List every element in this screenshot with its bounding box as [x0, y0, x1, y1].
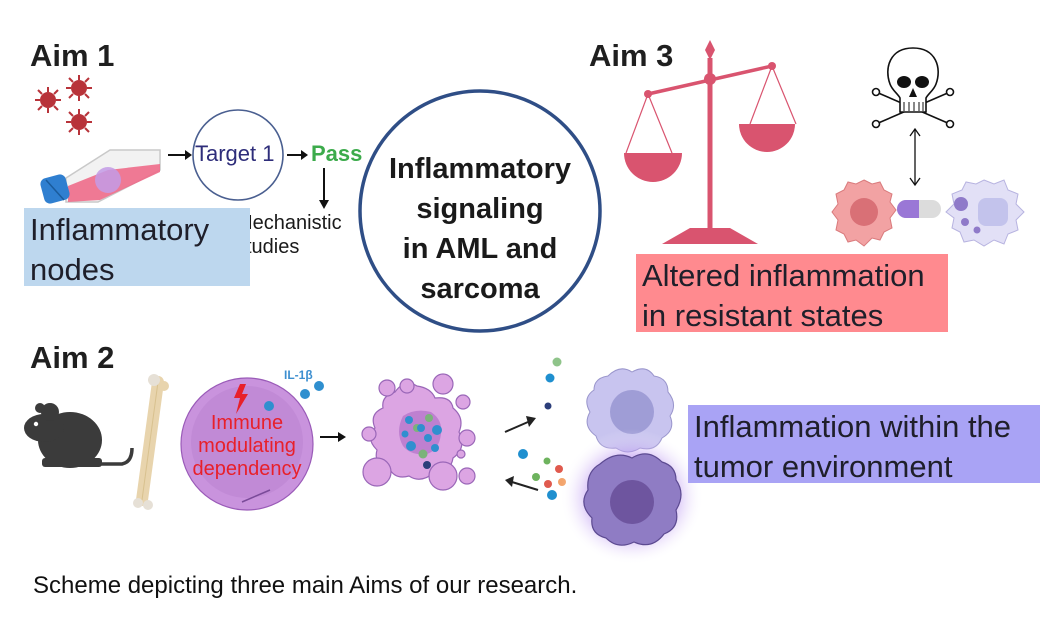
figure-caption: Scheme depicting three main Aims of our …	[33, 572, 578, 599]
aim1-flow	[168, 109, 329, 209]
mechanistic-studies: Mechanistic studies	[236, 211, 342, 259]
cytokine-dot	[432, 425, 442, 435]
aim2-label-box: Inflammation within the tumor environmen…	[688, 405, 1040, 484]
center-line: in AML and	[402, 233, 558, 265]
mechanistic-line: Mechanistic	[236, 212, 342, 234]
cytokine-dot	[544, 402, 552, 410]
scale-balance-icon	[624, 40, 797, 244]
femur-bone-icon	[133, 374, 169, 510]
cytokine-dot	[547, 490, 557, 500]
virus-icon	[66, 109, 92, 135]
skull-crossbones-icon	[871, 47, 955, 129]
aim1-title: Aim 1	[30, 38, 115, 73]
pass-label: Pass	[311, 141, 363, 166]
aim1-box-line: Inflammatory	[30, 212, 210, 247]
virus-icon	[35, 87, 61, 113]
cytokine-dot	[552, 357, 562, 367]
aim1-box-line: nodes	[30, 252, 115, 287]
mechanistic-line: studies	[236, 236, 300, 258]
aim2-title: Aim 2	[30, 340, 115, 375]
lightning-icon	[234, 384, 248, 414]
cell-icon	[831, 179, 897, 247]
cytokine-dot	[314, 381, 324, 391]
immune-line: Immune	[210, 412, 284, 434]
cytokine-dot	[418, 449, 428, 459]
target-label: Target 1	[195, 141, 275, 166]
immune-line: dependency	[192, 458, 302, 480]
cytokine-dot	[424, 434, 432, 442]
cytokine-dot	[264, 401, 274, 411]
center-line: signaling	[416, 193, 544, 225]
arrow-icon	[168, 150, 192, 160]
arrow-icon	[505, 476, 539, 491]
immune-cell-text: Immune modulating dependency	[180, 412, 314, 481]
tme-cells	[504, 357, 704, 565]
cytokine-dot	[431, 444, 439, 452]
center-title: Inflammatory signaling in AML and sarcom…	[365, 149, 595, 309]
aim1-label-box: Inflammatory nodes	[24, 208, 250, 287]
pill-icon	[897, 200, 941, 218]
center-line: Inflammatory	[388, 153, 572, 185]
mouse-icon	[24, 403, 134, 468]
cell-icon	[583, 453, 682, 546]
aim3-box-line: Altered inflammation	[642, 258, 925, 293]
cytokine-dot	[417, 424, 425, 432]
tumor-cell	[361, 373, 476, 491]
aim3-label-box: Altered inflammation in resistant states	[636, 254, 948, 333]
cytokine-dot	[300, 389, 310, 399]
cytokine-dot	[423, 461, 431, 469]
cytokine-dot	[406, 441, 416, 451]
virus-icon	[66, 75, 92, 101]
cytokine-dot	[532, 473, 540, 481]
aim3-box-line: in resistant states	[642, 298, 884, 333]
culture-flask-icon	[40, 149, 161, 204]
cytokine-dot	[543, 457, 551, 465]
down-arrow-icon	[319, 168, 329, 209]
virus-icons	[35, 75, 92, 135]
aim3-cells	[831, 179, 1025, 247]
target-circle	[192, 109, 284, 201]
arrow-icon	[320, 432, 346, 442]
cytokine-dot	[401, 430, 409, 438]
center-circle	[358, 89, 602, 333]
aim2-box-line: Inflammation within the	[694, 409, 1012, 444]
cell-icon	[586, 368, 674, 453]
cytokine-dot	[544, 480, 552, 488]
cytokine-dot	[518, 449, 528, 459]
cell-icon	[945, 179, 1025, 247]
cytokine-dot	[405, 416, 413, 424]
cytokine-dot	[425, 414, 433, 422]
immune-line: modulating	[198, 435, 296, 457]
arrow-icon	[287, 150, 308, 160]
center-line: sarcoma	[420, 273, 540, 305]
double-arrow-icon	[909, 127, 921, 187]
il1b-label: IL-1β	[284, 368, 313, 382]
aim2-box-line: tumor environment	[694, 449, 953, 484]
aim3-title: Aim 3	[589, 38, 674, 73]
cytokine-dot	[555, 465, 563, 473]
cytokine-dot	[545, 373, 555, 383]
arrow-icon	[504, 416, 536, 433]
immune-cell	[180, 377, 324, 511]
